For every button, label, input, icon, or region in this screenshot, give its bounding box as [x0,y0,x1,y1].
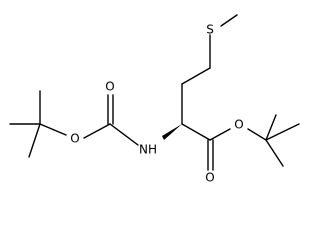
wedge-bond-alpha-nh [162,124,182,140]
bond-tbu2-methyl-right [265,123,300,141]
atom-label-amide-nitrogen: NH [139,143,157,157]
chemical-structure-diagram: S NH O O O O [9,14,300,185]
atom-label-carbamate-ether-oxygen: O [70,132,79,146]
bond-alpha-ester-carbon [181,123,211,141]
atom-label-ester-ether-oxygen: O [234,118,243,132]
atom-label-sulfur: S [206,23,214,37]
bond-tbu2-methyl-bottom [265,139,284,167]
bond-ester-o-tbu [247,128,267,141]
bond-carbamate-c-o [83,123,111,139]
bond-ester-c-o [209,128,231,141]
bond-methyl-s [220,14,238,27]
bond-carbamate-o-tbu [39,123,67,136]
atom-label-ester-carbonyl-oxygen: O [205,171,214,185]
bond-ch2-ch2 [181,67,211,85]
bond-tbu2-methyl-top [265,114,277,141]
atom-label-carbamate-carbonyl-oxygen: O [105,80,114,94]
bond-nh-carbamate-carbon [109,123,139,146]
bond-tbu1-methyl-bottom [28,123,41,158]
